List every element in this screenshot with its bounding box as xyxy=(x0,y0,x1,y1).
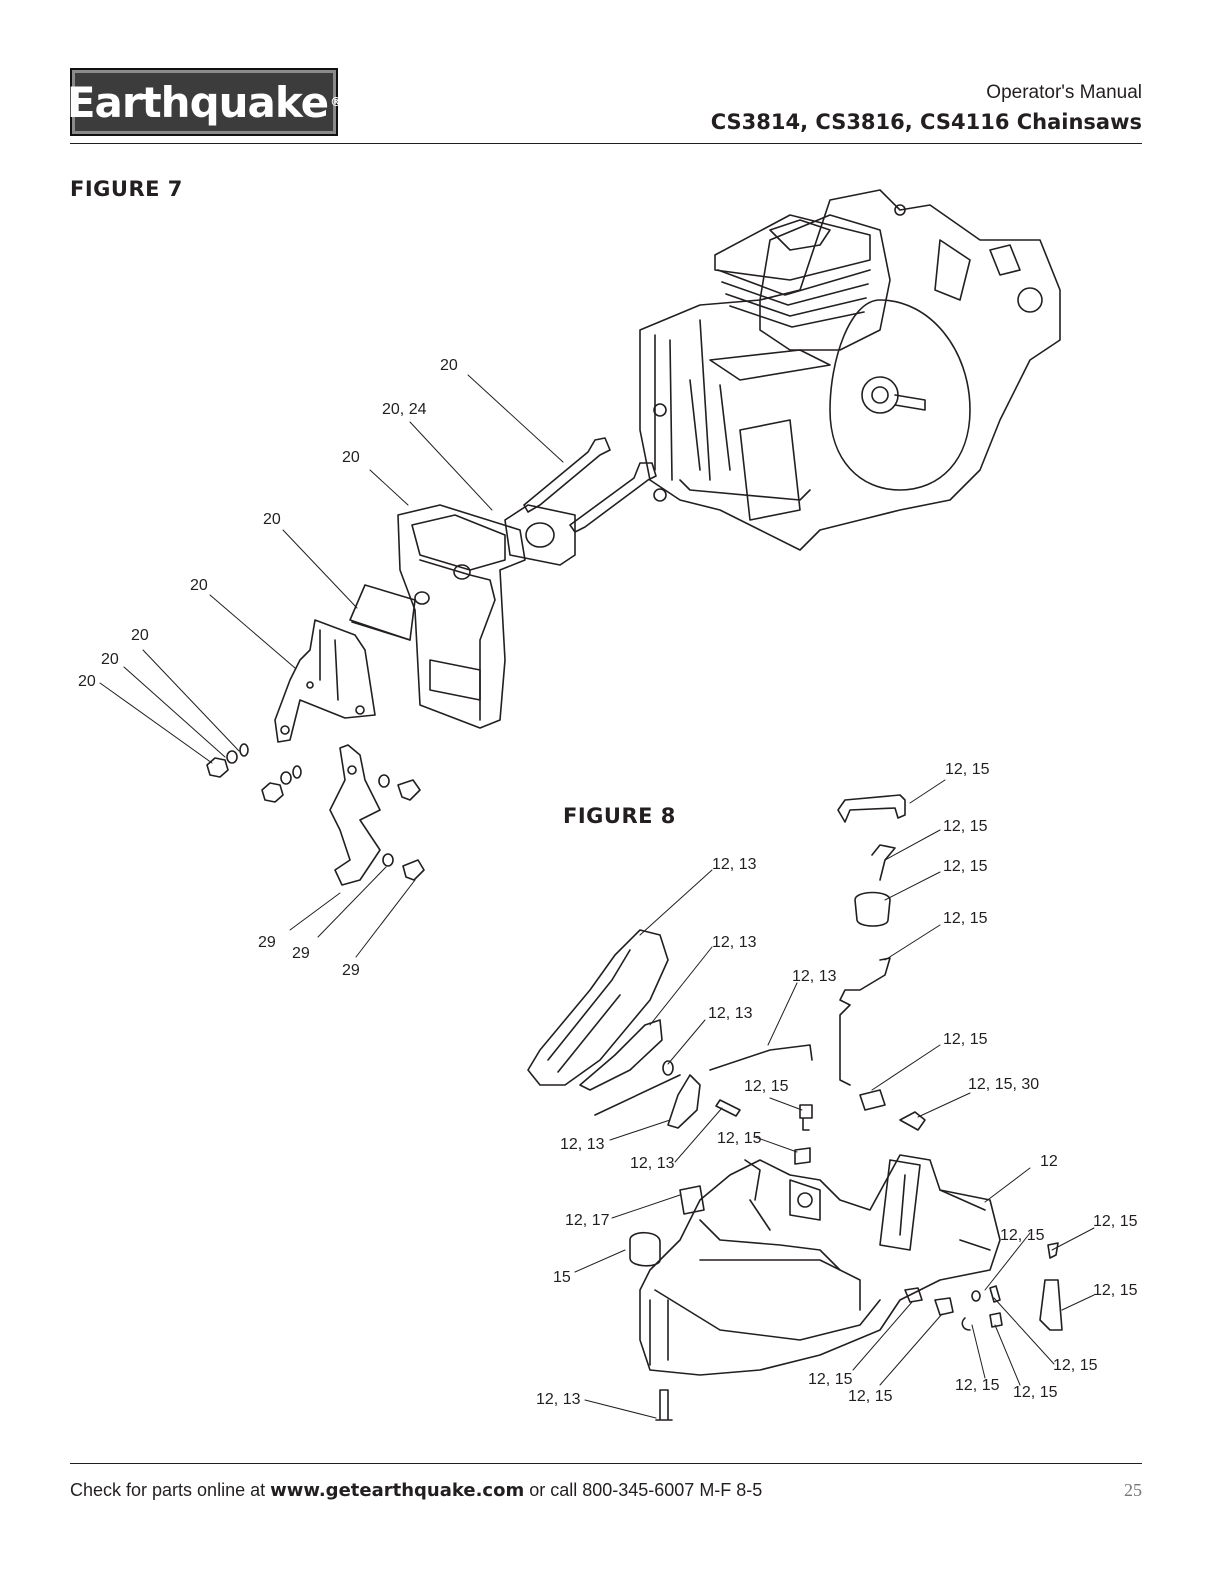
page-number: 25 xyxy=(1124,1480,1142,1500)
callout-fig8-23: 12, 15 xyxy=(1053,1357,1098,1374)
callout-fig8-8: 12, 13 xyxy=(708,1005,753,1022)
fuel-lines-drawing xyxy=(629,794,1063,1421)
callout-fig8-19: 15 xyxy=(553,1269,571,1286)
figure-7-label: FIGURE 7 xyxy=(70,177,183,201)
figure-8-leaders xyxy=(574,779,1095,1419)
callout-fig8-25: 12, 15 xyxy=(1013,1384,1058,1401)
callout-fig8-24: 12, 15 xyxy=(955,1377,1000,1394)
callout-fig7-10: 29 xyxy=(292,945,310,962)
figure-7-callouts: 20 20, 24 20 20 20 20 20 20 29 29 29 xyxy=(78,357,458,979)
footer-text: Check for parts online at www.getearthqu… xyxy=(70,1480,762,1501)
callout-fig8-16: 12, 17 xyxy=(565,1212,610,1229)
handle-tank-drawing xyxy=(639,1154,1001,1376)
callout-fig8-18: 12, 15 xyxy=(1000,1227,1045,1244)
callout-fig7-1: 20 xyxy=(440,357,458,374)
heat-shield-drawing xyxy=(349,584,416,641)
callout-fig7-9: 29 xyxy=(258,934,276,951)
callout-fig7-5: 20 xyxy=(190,577,208,594)
figure-8-label: FIGURE 8 xyxy=(563,804,676,828)
callout-fig8-17: 12, 15 xyxy=(1093,1213,1138,1230)
callout-fig7-8: 20 xyxy=(78,673,96,690)
footer-suffix: or call 800-345-6007 M-F 8-5 xyxy=(524,1480,763,1500)
figure-7-leaders xyxy=(99,374,564,958)
callout-fig8-7: 12, 13 xyxy=(792,968,837,985)
callout-fig8-4: 12, 15 xyxy=(943,910,988,927)
engine-crankcase-drawing xyxy=(639,189,1061,551)
callout-fig7-6: 20 xyxy=(131,627,149,644)
callout-fig8-22: 12, 15 xyxy=(848,1388,893,1405)
callout-fig8-11: 12, 15 xyxy=(744,1078,789,1095)
footer-prefix: Check for parts online at xyxy=(70,1480,271,1500)
callout-fig8-20: 12, 15 xyxy=(1093,1282,1138,1299)
callout-fig8-26: 12, 13 xyxy=(536,1391,581,1408)
callout-fig8-3: 12, 15 xyxy=(943,858,988,875)
muffler-body-drawing xyxy=(397,504,526,729)
callout-fig8-21: 12, 15 xyxy=(808,1371,853,1388)
earthquake-logo: Earthquake® xyxy=(66,68,342,136)
deflector-bracket-drawing xyxy=(274,619,376,743)
footer-url-link[interactable]: www.getearthquake.com xyxy=(270,1480,525,1501)
manual-title: CS3814, CS3816, CS4116 Chainsaws xyxy=(710,110,1142,134)
callout-fig8-12: 12, 13 xyxy=(560,1136,605,1153)
footer-rule xyxy=(70,1463,1142,1464)
callout-fig7-11: 29 xyxy=(342,962,360,979)
header-rule xyxy=(70,143,1142,144)
callout-fig8-1: 12, 15 xyxy=(945,761,990,778)
cylinder-bolts-drawing xyxy=(523,437,657,533)
callout-fig7-4: 20 xyxy=(263,511,281,528)
plate-screws-drawing xyxy=(378,774,425,881)
callout-fig8-15: 12 xyxy=(1040,1153,1058,1170)
figure-8-callouts: 12, 15 12, 15 12, 15 12, 15 12, 13 12, 1… xyxy=(536,761,1138,1408)
spark-screen-plate-drawing xyxy=(329,744,381,886)
callout-fig7-7: 20 xyxy=(101,651,119,668)
callout-fig7-2: 20, 24 xyxy=(382,401,427,418)
muffler-gasket-drawing xyxy=(504,504,576,566)
callout-fig7-3: 20 xyxy=(342,449,360,466)
callout-fig8-2: 12, 15 xyxy=(943,818,988,835)
callout-fig8-13: 12, 15 xyxy=(717,1130,762,1147)
logo-wordmark: Earthquake® xyxy=(66,77,342,127)
callout-fig8-9: 12, 15 xyxy=(943,1031,988,1048)
callout-fig8-5: 12, 13 xyxy=(712,856,757,873)
manual-subtitle: Operator's Manual xyxy=(986,82,1142,103)
callout-fig8-6: 12, 13 xyxy=(712,934,757,951)
callout-fig8-10: 12, 15, 30 xyxy=(968,1076,1039,1093)
throttle-trigger-drawing xyxy=(527,929,813,1129)
nuts-washers-drawing xyxy=(206,743,302,803)
callout-fig8-14: 12, 13 xyxy=(630,1155,675,1172)
